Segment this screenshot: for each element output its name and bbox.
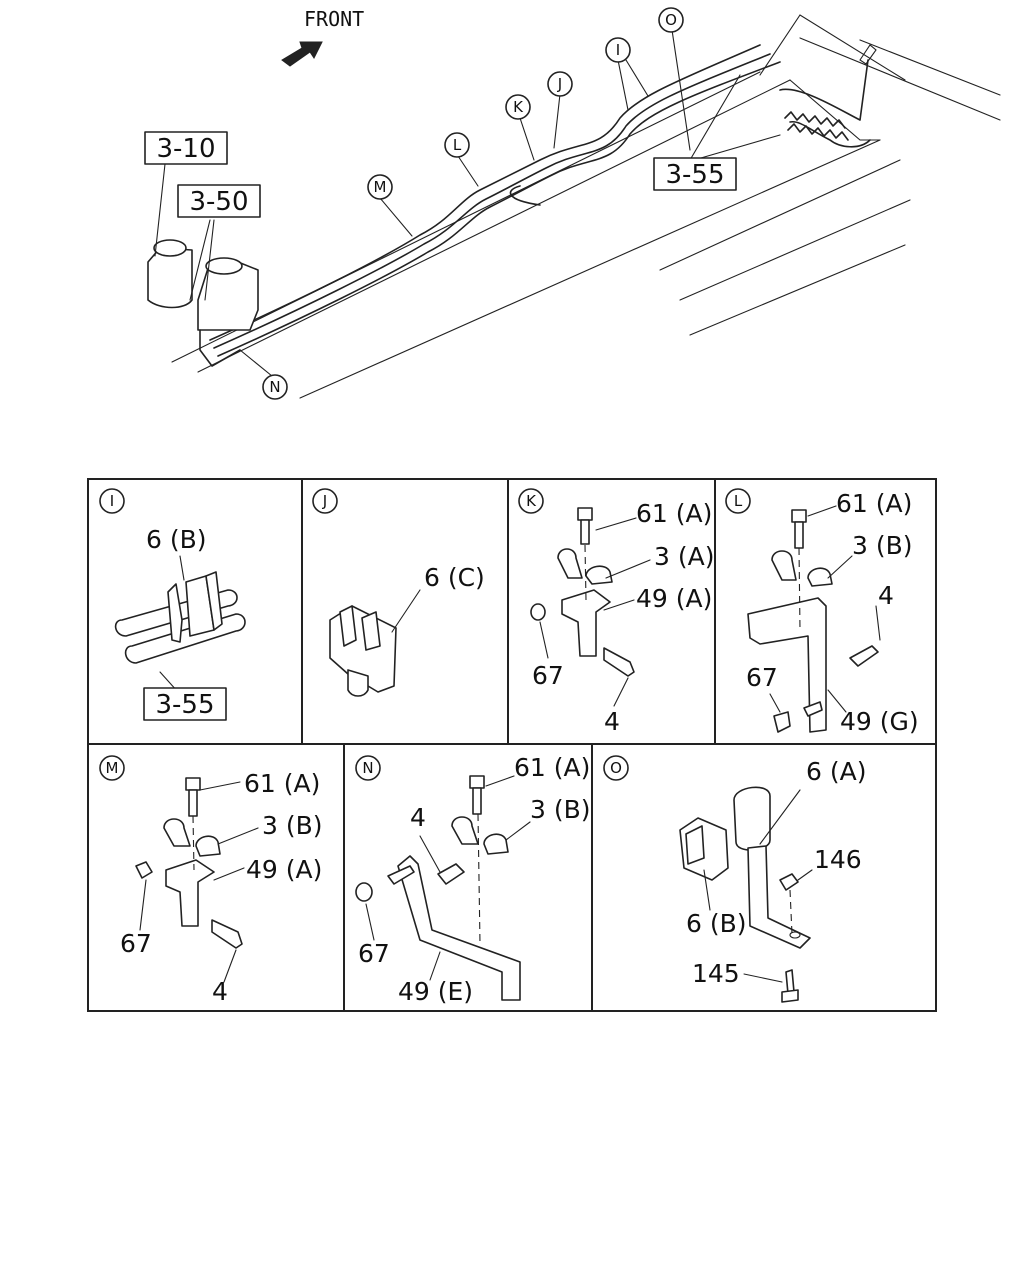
coiled-pipe — [784, 111, 849, 141]
svg-text:I: I — [616, 41, 620, 59]
panel-o: O 6 (A) 146 6 (B) 145 — [603, 755, 866, 1003]
panel-k: K 61 (A) 3 (A) 49 (A) 67 4 — [518, 488, 714, 736]
panel-m: M 61 (A) 3 (B) 49 (A) 67 4 — [99, 755, 323, 1006]
panel-letter: K — [526, 492, 537, 510]
panel-letter: I — [110, 492, 114, 510]
label-bracket: 49 (A) — [246, 855, 322, 884]
svg-text:M: M — [374, 178, 387, 196]
label-bracket: 49 (G) — [840, 707, 919, 736]
svg-text:K: K — [513, 98, 524, 116]
panel-letter: N — [362, 759, 373, 777]
panel-letter: O — [610, 759, 622, 777]
label-clip: 6 (B) — [146, 525, 207, 554]
svg-text:N: N — [269, 378, 280, 396]
svg-text:J: J — [557, 75, 562, 93]
ref-box-3-55: 3-55 — [665, 160, 724, 190]
label-clamp: 3 (A) — [654, 542, 714, 571]
front-arrow-icon — [281, 41, 323, 67]
label-bolt: 61 (A) — [636, 499, 712, 528]
panel-i: I 6 (B) 3-55 — [99, 488, 246, 721]
label-bracket: 49 (A) — [636, 584, 712, 613]
label-nut: 67 — [532, 661, 564, 690]
label-screw: 4 — [878, 581, 894, 610]
label-clamp: 3 (B) — [852, 531, 913, 560]
callout-l[interactable]: L — [444, 132, 470, 158]
panel-letter: M — [106, 759, 119, 777]
label-screw: 4 — [410, 803, 426, 832]
ref-box-3-10: 3-10 — [156, 134, 215, 164]
front-label: FRONT — [304, 7, 364, 31]
label-bolt: 61 (A) — [836, 489, 912, 518]
label-nut: 67 — [746, 663, 778, 692]
panel-l: L 61 (A) 3 (B) 4 67 49 (G) — [725, 488, 919, 736]
label-bolt: 61 (A) — [244, 769, 320, 798]
callout-k[interactable]: K — [505, 94, 531, 120]
panel-n: N 61 (A) 4 3 (B) 67 49 (E) — [355, 753, 591, 1006]
ref-box-3-55: 3-55 — [155, 690, 214, 720]
callout-i[interactable]: I — [605, 37, 631, 63]
label-clamp: 3 (B) — [530, 795, 591, 824]
label-strap: 6 (A) — [806, 757, 866, 786]
label-clip: 6 (C) — [424, 563, 485, 592]
callout-n[interactable]: N — [262, 374, 288, 400]
label-bolt: 145 — [692, 959, 740, 988]
label-bracket: 49 (E) — [398, 977, 473, 1006]
svg-text:L: L — [453, 136, 462, 154]
callout-o[interactable]: O — [658, 7, 684, 33]
overview-drawing: FRONT — [144, 7, 1001, 400]
label-screw: 4 — [212, 977, 228, 1006]
label-nut: 67 — [120, 929, 152, 958]
label-screw: 4 — [604, 707, 620, 736]
callout-j[interactable]: J — [547, 71, 573, 97]
panel-letter: J — [322, 492, 327, 510]
detail-grid — [87, 478, 937, 1012]
panel-letter: L — [734, 492, 743, 510]
label-clamp: 3 (B) — [262, 811, 323, 840]
svg-text:O: O — [665, 11, 677, 29]
panel-j: J 6 (C) — [312, 488, 485, 697]
callout-m[interactable]: M — [367, 174, 393, 200]
label-nut: 67 — [358, 939, 390, 968]
label-clip: 6 (B) — [686, 909, 747, 938]
label-bolt: 61 (A) — [514, 753, 590, 782]
ref-box-3-50: 3-50 — [189, 187, 248, 217]
label-nut: 146 — [814, 845, 862, 874]
